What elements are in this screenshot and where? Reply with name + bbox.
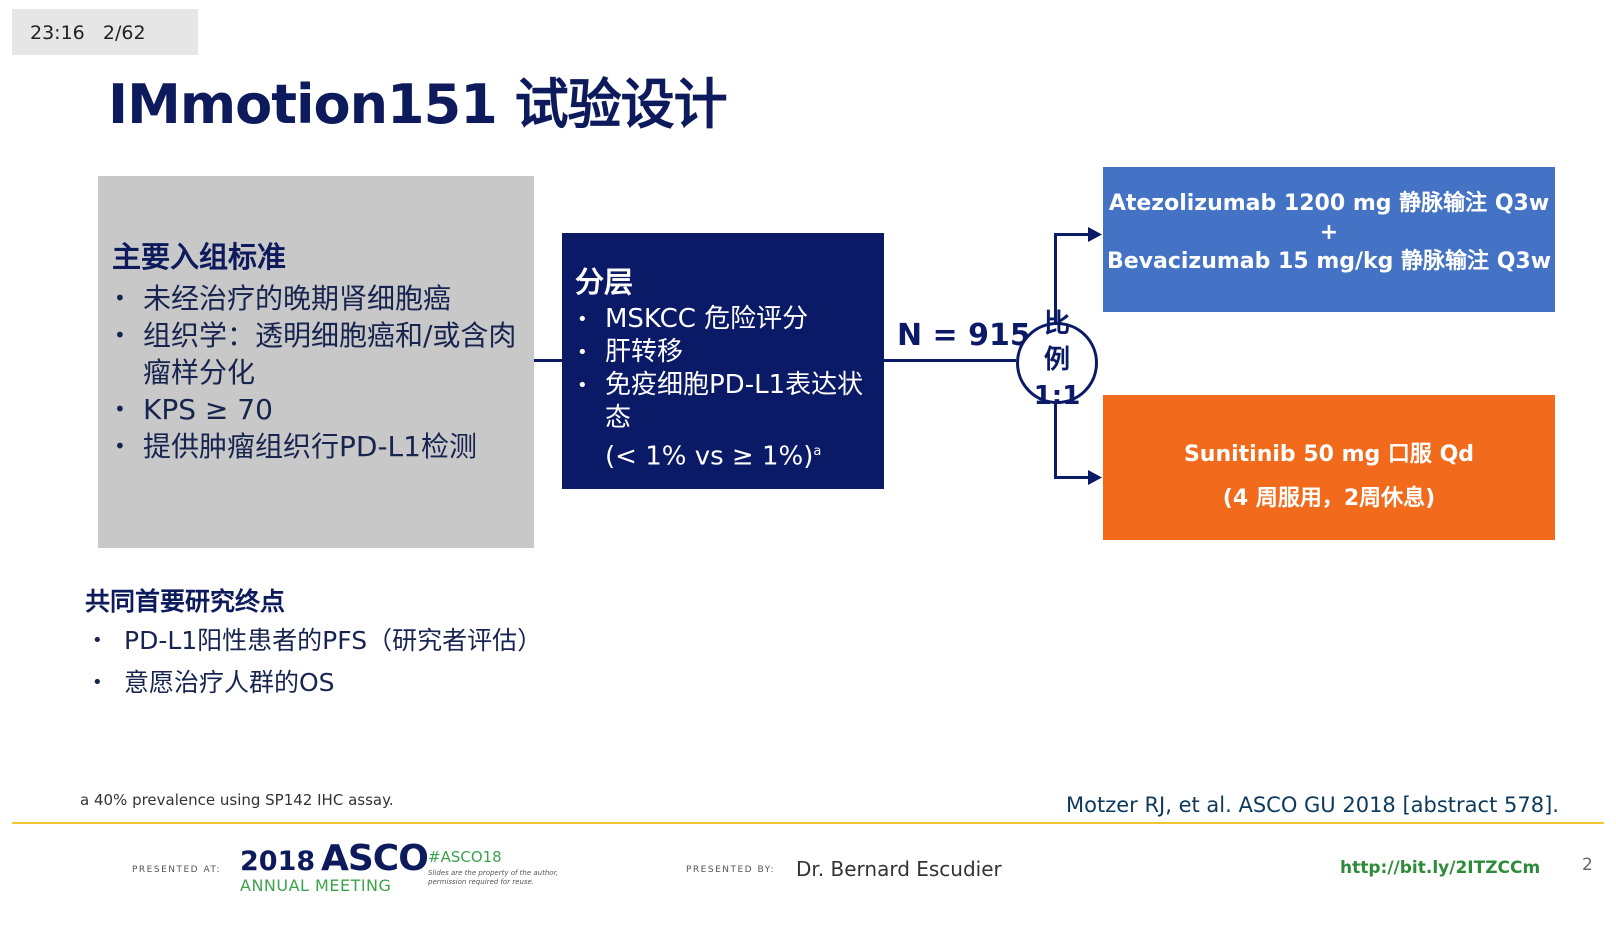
asco-logo: ASCO <box>321 838 429 879</box>
connector-line <box>884 359 1016 362</box>
randomization-ratio: 比 例 1:1 <box>1030 306 1084 414</box>
treatment-arm-atezolizumab: Atezolizumab 1200 mg 静脉输注 Q3w + Bevacizu… <box>1103 167 1555 312</box>
stratification-list: MSKCC 危险评分 肝转移 免疫细胞PD-L1表达状态 (< 1% vs ≥ 1… <box>575 303 884 474</box>
list-item: 免疫细胞PD-L1表达状态 (< 1% vs ≥ 1%)a <box>575 369 884 474</box>
endpoints-heading: 共同首要研究终点 <box>85 587 286 616</box>
ratio-line: 1:1 <box>1033 381 1081 411</box>
footnote-marker: a <box>813 444 822 459</box>
treatment-arm-sunitinib: Sunitinib 50 mg 口服 Qd (4 周服用，2周休息) <box>1103 395 1555 540</box>
conference-hashtag: #ASCO18 <box>428 848 502 866</box>
connector-line <box>534 359 562 362</box>
slide-link[interactable]: http://bit.ly/2ITZCCm <box>1340 858 1541 878</box>
connector-line <box>1054 476 1092 479</box>
arrow-right-icon <box>1088 227 1102 242</box>
page-counter: 2/62 <box>102 22 146 44</box>
ratio-line: 例 <box>1043 345 1070 375</box>
list-item: KPS ≥ 70 <box>112 391 534 428</box>
arm-line: Atezolizumab 1200 mg 静脉输注 Q3w <box>1108 191 1550 216</box>
citation: Motzer RJ, et al. ASCO GU 2018 [abstract… <box>1066 793 1559 817</box>
list-item: 肝转移 <box>575 336 884 369</box>
arm-line: + <box>1319 220 1339 245</box>
arm-line: Bevacizumab 15 mg/kg 静脉输注 Q3w <box>1106 249 1552 274</box>
list-item: MSKCC 危险评分 <box>575 303 884 336</box>
stratification-heading: 分层 <box>575 265 634 299</box>
connector-line <box>1054 233 1092 236</box>
stratification-box: 分层 MSKCC 危险评分 肝转移 免疫细胞PD-L1表达状态 (< 1% vs … <box>562 233 884 489</box>
presented-by-label: PRESENTED BY: <box>686 865 775 875</box>
list-item: 意愿治疗人群的OS <box>88 662 542 704</box>
arrow-right-icon <box>1088 470 1102 485</box>
list-item: 组织学：透明细胞癌和/或含肉瘤样分化 <box>112 317 523 391</box>
randomization-circle <box>1016 322 1098 404</box>
presenter-name: Dr. Bernard Escudier <box>796 857 1002 881</box>
footnote: a 40% prevalence using SP142 IHC assay. <box>80 791 394 809</box>
list-item: PD-L1阳性患者的PFS（研究者评估） <box>88 620 542 662</box>
footer-divider <box>12 822 1604 824</box>
endpoints-list: PD-L1阳性患者的PFS（研究者评估） 意愿治疗人群的OS <box>88 620 542 704</box>
list-item-text: 免疫细胞PD-L1表达状态 <box>605 370 864 433</box>
clock-time: 23:16 <box>30 22 85 44</box>
copyright-note: Slides are the property of the author, p… <box>428 869 559 886</box>
inclusion-criteria-heading: 主要入组标准 <box>112 240 287 274</box>
asco-logo-subtitle: ANNUAL MEETING <box>240 876 392 895</box>
asco-logo-year: 2018 <box>240 846 316 877</box>
list-item: 未经治疗的晚期肾细胞癌 <box>112 280 534 317</box>
list-item: 提供肿瘤组织行PD-L1检测 <box>112 428 534 465</box>
ratio-line: 比 <box>1043 309 1070 339</box>
arm-line: Sunitinib 50 mg 口服 Qd <box>1183 442 1475 467</box>
inclusion-criteria-list: 未经治疗的晚期肾细胞癌 组织学：透明细胞癌和/或含肉瘤样分化 KPS ≥ 70 … <box>112 280 534 465</box>
sample-size-label: N = 915 <box>897 318 1031 353</box>
page-number: 2 <box>1582 855 1593 875</box>
status-bar: 23:16 2/62 <box>12 9 198 55</box>
arm-line: (4 周服用，2周休息) <box>1222 486 1436 511</box>
slide-title: IMmotion151 试验设计 <box>108 73 728 136</box>
list-item-detail: (< 1% vs ≥ 1%) <box>605 441 814 472</box>
presented-at-label: PRESENTED AT: <box>132 865 221 875</box>
inclusion-criteria-box: 主要入组标准 未经治疗的晚期肾细胞癌 组织学：透明细胞癌和/或含肉瘤样分化 KP… <box>98 176 534 548</box>
